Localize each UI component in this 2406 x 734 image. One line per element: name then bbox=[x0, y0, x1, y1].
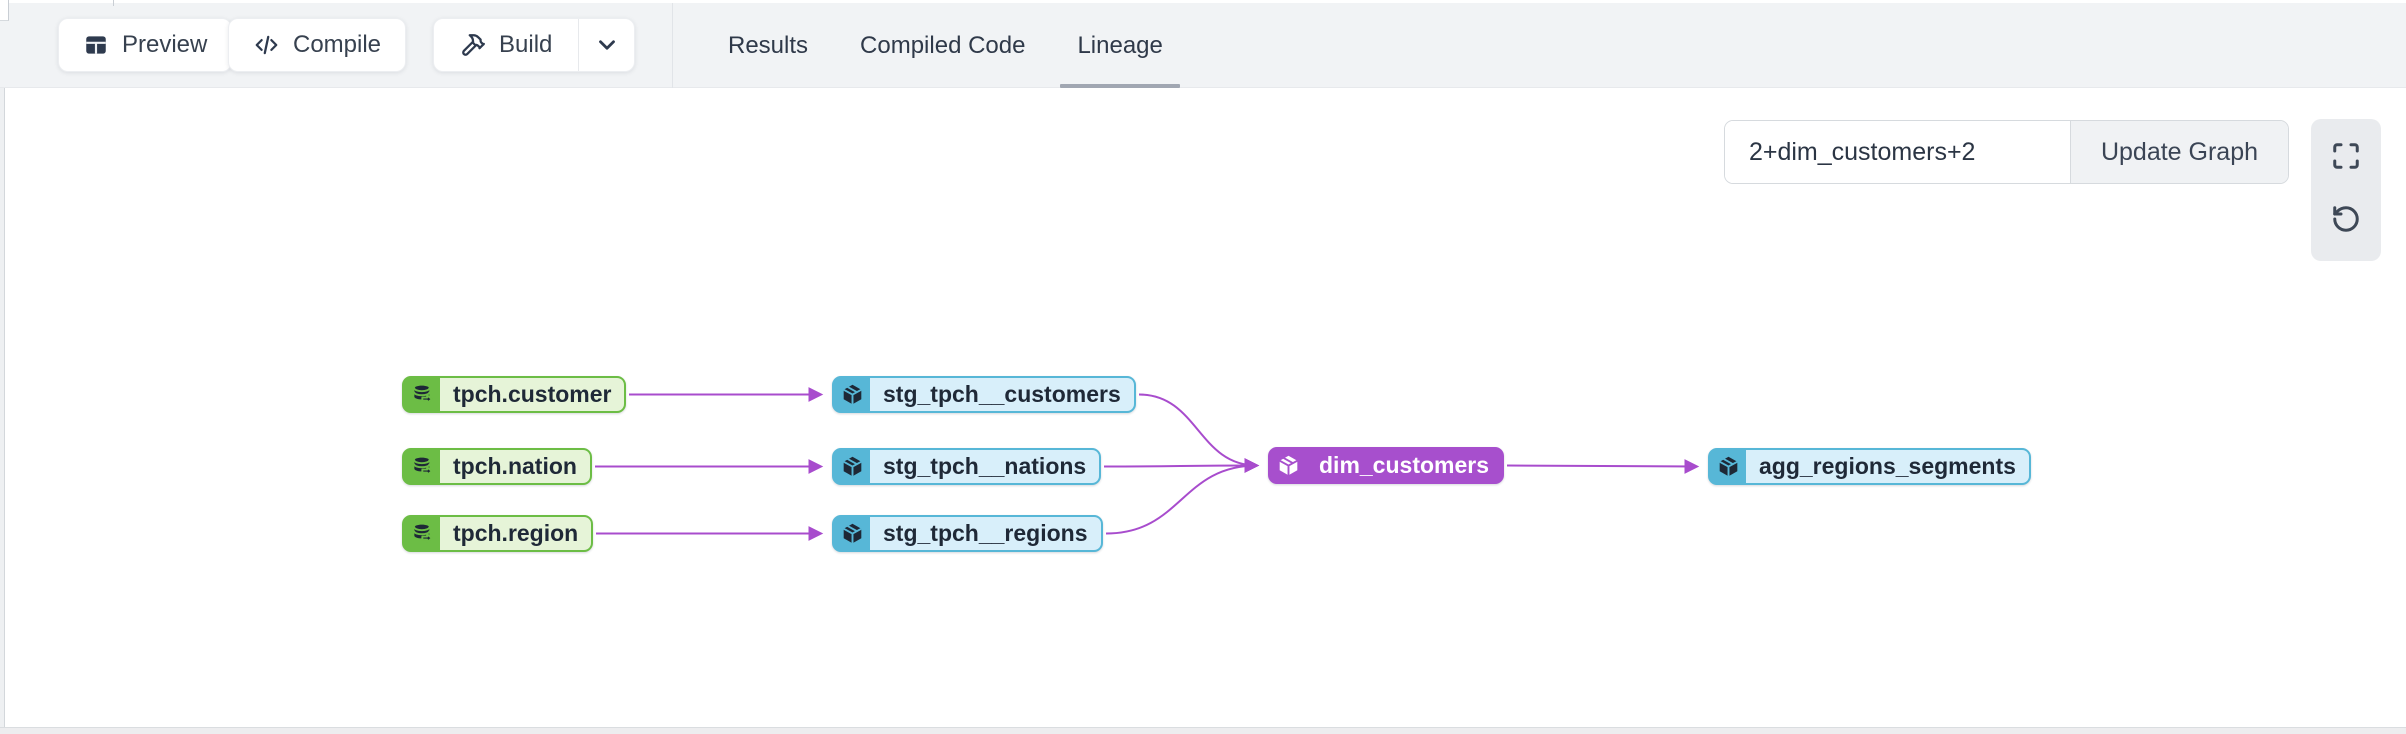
model-cube-icon bbox=[834, 450, 870, 483]
update-graph-button[interactable]: Update Graph bbox=[2069, 121, 2288, 183]
model-cube-icon bbox=[834, 378, 870, 411]
lineage-selector-input[interactable] bbox=[1724, 121, 2070, 183]
compile-button-label: Compile bbox=[293, 31, 382, 58]
lineage-node-tpch_region[interactable]: tpch.region bbox=[402, 515, 594, 552]
compile-button[interactable]: Compile bbox=[228, 18, 407, 72]
database-icon bbox=[404, 517, 440, 550]
build-split-button: Build bbox=[433, 18, 636, 72]
lineage-node-tpch_nation[interactable]: tpch.nation bbox=[402, 448, 592, 485]
toolbar-divider bbox=[672, 3, 673, 88]
lineage-tool-panel bbox=[2311, 119, 2381, 261]
lineage-node-label: dim_customers bbox=[1306, 449, 1503, 482]
lineage-node-label: tpch.region bbox=[440, 517, 592, 550]
lineage-node-label: stg_tpch__customers bbox=[870, 378, 1134, 411]
lineage-node-dim_customers[interactable]: dim_customers bbox=[1268, 447, 1505, 484]
rotate-ccw-icon bbox=[2331, 204, 2361, 239]
model-cube-icon bbox=[834, 517, 870, 550]
result-pane-tabs: Results Compiled Code Lineage bbox=[702, 3, 1189, 88]
tab-lineage-label: Lineage bbox=[1077, 31, 1163, 59]
ide-toolbar: Preview Compile Build bbox=[0, 3, 2406, 88]
database-icon bbox=[404, 378, 440, 411]
pane-corner bbox=[0, 0, 9, 21]
lineage-node-label: stg_tpch__regions bbox=[870, 517, 1101, 550]
tab-compiled-code[interactable]: Compiled Code bbox=[834, 3, 1051, 88]
build-options-button[interactable] bbox=[578, 19, 634, 71]
tab-lineage[interactable]: Lineage bbox=[1051, 3, 1188, 88]
lineage-selector-group: Update Graph bbox=[1723, 120, 2289, 184]
lineage-node-stg_tpch__nations[interactable]: stg_tpch__nations bbox=[832, 448, 1102, 485]
code-brackets-icon bbox=[253, 32, 280, 58]
preview-button[interactable]: Preview bbox=[58, 18, 233, 72]
editor-tab-edge bbox=[113, 0, 114, 6]
lineage-node-stg_tpch__customers[interactable]: stg_tpch__customers bbox=[832, 376, 1136, 413]
lineage-node-label: tpch.nation bbox=[440, 450, 590, 483]
hammer-icon bbox=[460, 32, 486, 58]
tab-results-label: Results bbox=[728, 31, 809, 59]
chevron-down-icon bbox=[594, 32, 620, 58]
bottom-pane-edge bbox=[0, 727, 2406, 734]
tab-compiled-code-label: Compiled Code bbox=[860, 31, 1026, 59]
top-strip bbox=[0, 0, 2406, 3]
table-grid-icon bbox=[83, 32, 109, 58]
left-pane-edge bbox=[0, 88, 5, 727]
lineage-node-label: agg_regions_segments bbox=[1746, 450, 2029, 483]
lineage-node-label: tpch.customer bbox=[440, 378, 625, 411]
reset-view-button[interactable] bbox=[2323, 198, 2369, 244]
build-button[interactable]: Build bbox=[434, 19, 578, 71]
tab-results[interactable]: Results bbox=[702, 3, 834, 88]
model-cube-icon bbox=[1270, 449, 1306, 482]
lineage-node-agg_regions_segments[interactable]: agg_regions_segments bbox=[1708, 448, 2031, 485]
fullscreen-button[interactable] bbox=[2323, 136, 2369, 182]
model-cube-icon bbox=[1710, 450, 1746, 483]
lineage-node-stg_tpch__regions[interactable]: stg_tpch__regions bbox=[832, 515, 1103, 552]
build-button-label: Build bbox=[499, 31, 553, 58]
database-icon bbox=[404, 450, 440, 483]
lineage-node-tpch_customer[interactable]: tpch.customer bbox=[402, 376, 627, 413]
preview-button-label: Preview bbox=[122, 31, 208, 58]
fullscreen-icon bbox=[2331, 141, 2361, 176]
lineage-node-label: stg_tpch__nations bbox=[870, 450, 1100, 483]
